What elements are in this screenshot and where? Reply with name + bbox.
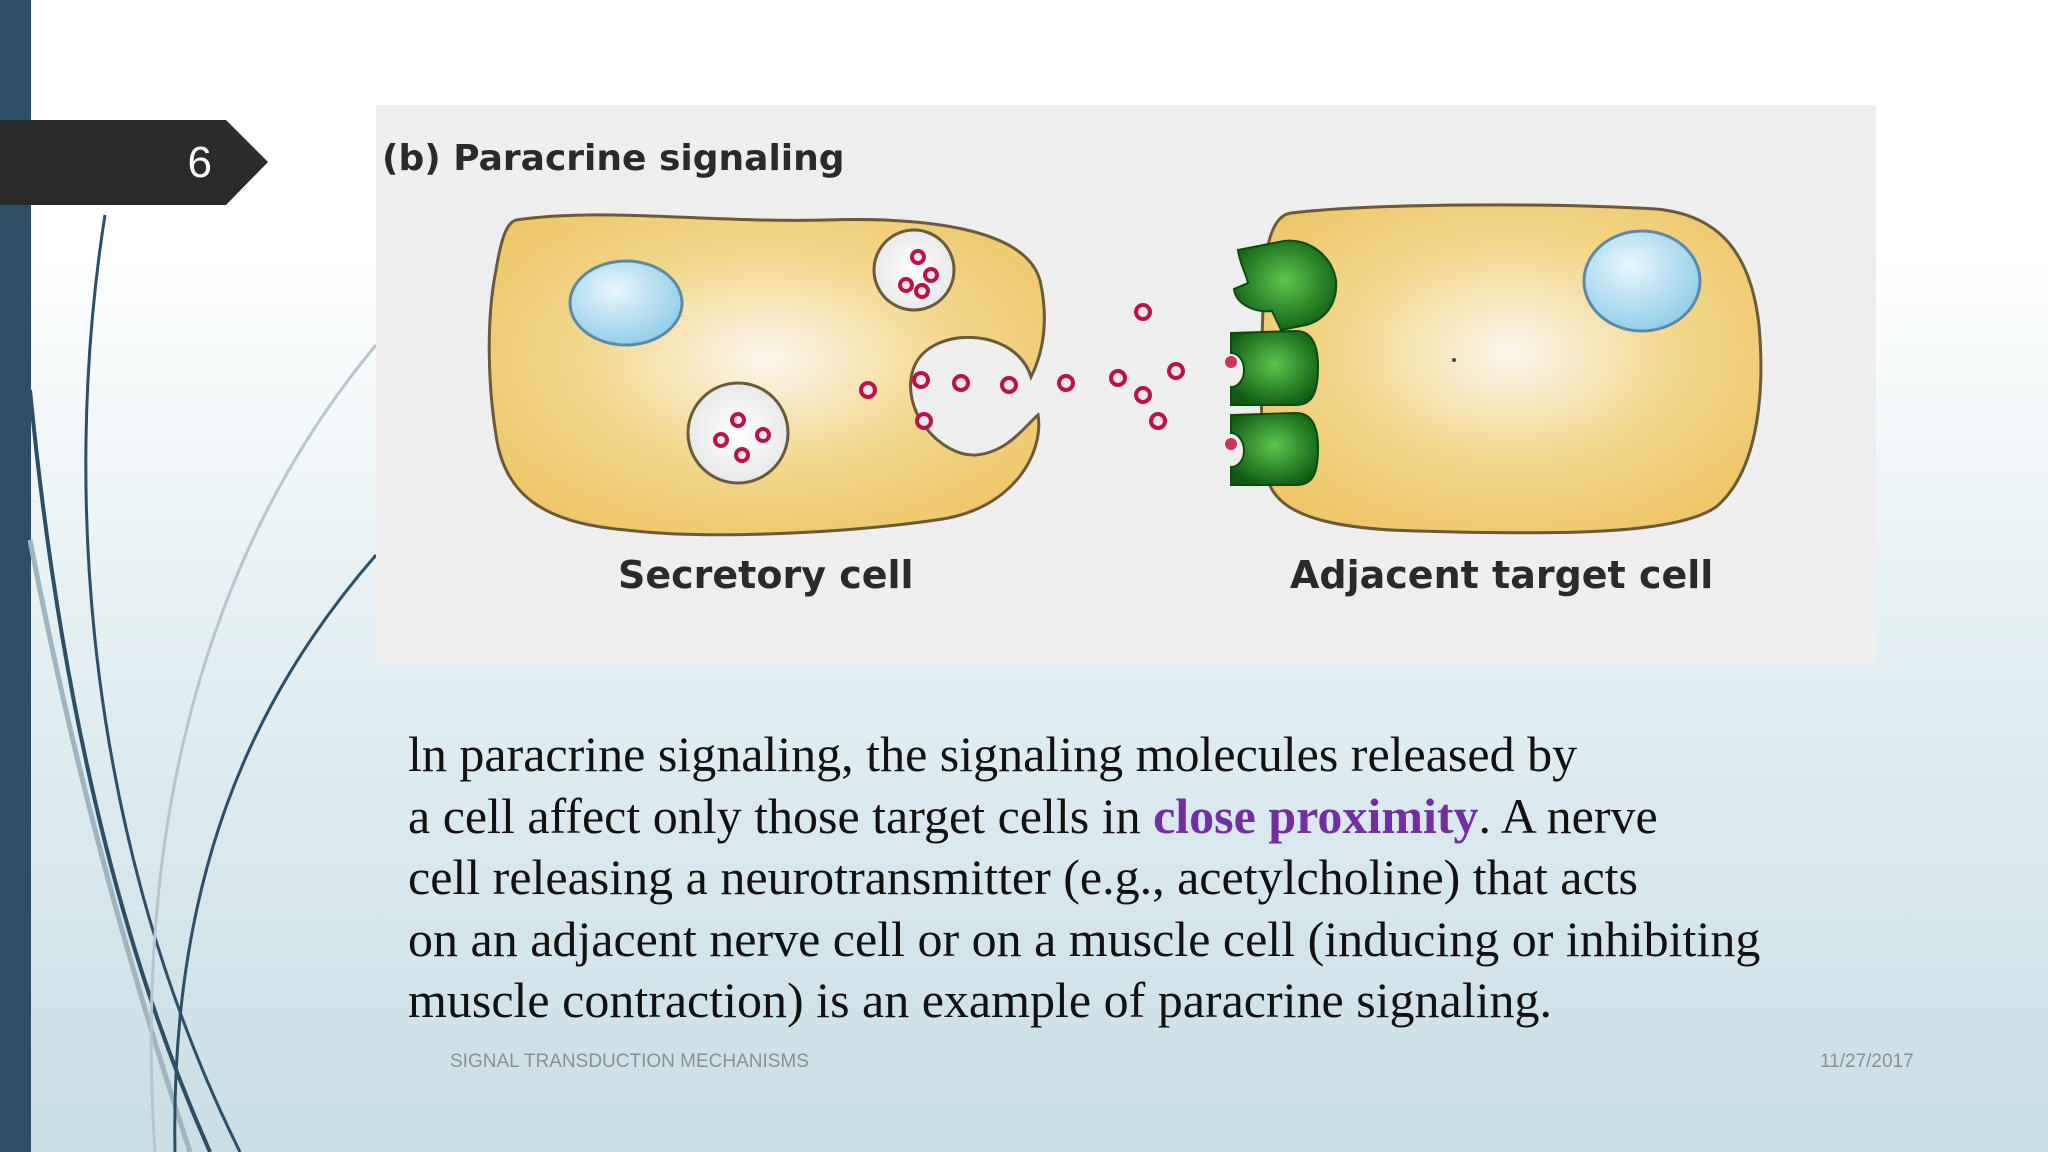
body-line-2: a cell affect only those target cells in…: [408, 786, 1858, 848]
body-line-2-start: a cell affect only those target cells in: [408, 787, 1154, 844]
target-cell: [1259, 203, 1763, 535]
label-secretory-cell: Secretory cell: [618, 553, 914, 597]
secretory-cell: [487, 213, 1046, 537]
signaling-molecules: [859, 303, 1185, 430]
body-line-2-end: . A nerve: [1478, 787, 1658, 844]
vesicle-bottom: [686, 381, 790, 485]
target-nucleus: [1582, 229, 1702, 333]
body-line-5: muscle contraction) is an example of par…: [408, 972, 1553, 1028]
footer-date: 11/27/2017: [1820, 1051, 1914, 1072]
footer-title: SIGNAL TRANSDUCTION MECHANISMS: [450, 1051, 809, 1072]
receptor-top: [1232, 239, 1338, 332]
receptor-middle: [1230, 329, 1320, 406]
paracrine-figure: (b) Paracrine signaling: [376, 105, 1876, 663]
label-target-cell: Adjacent target cell: [1290, 553, 1713, 597]
highlight-close-proximity: close proximity: [1153, 787, 1479, 844]
slide-number: 6: [187, 138, 212, 187]
body-line-3: cell releasing a neurotransmitter (e.g.,…: [408, 849, 1639, 905]
receptors: [1225, 239, 1338, 486]
vesicle-top: [872, 228, 956, 312]
body-line-4: on an adjacent nerve cell or on a muscle…: [408, 910, 1761, 967]
body-line-1: ln paracrine signaling, the signaling mo…: [408, 726, 1578, 782]
receptor-bottom: [1230, 411, 1320, 486]
decorative-curves: [27, 214, 378, 1152]
slide-number-badge: 6: [0, 120, 268, 205]
secretory-nucleus: [568, 259, 684, 347]
figure-heading: (b) Paracrine signaling: [382, 138, 845, 179]
body-paragraph: ln paracrine signaling, the signaling mo…: [408, 724, 1858, 1032]
